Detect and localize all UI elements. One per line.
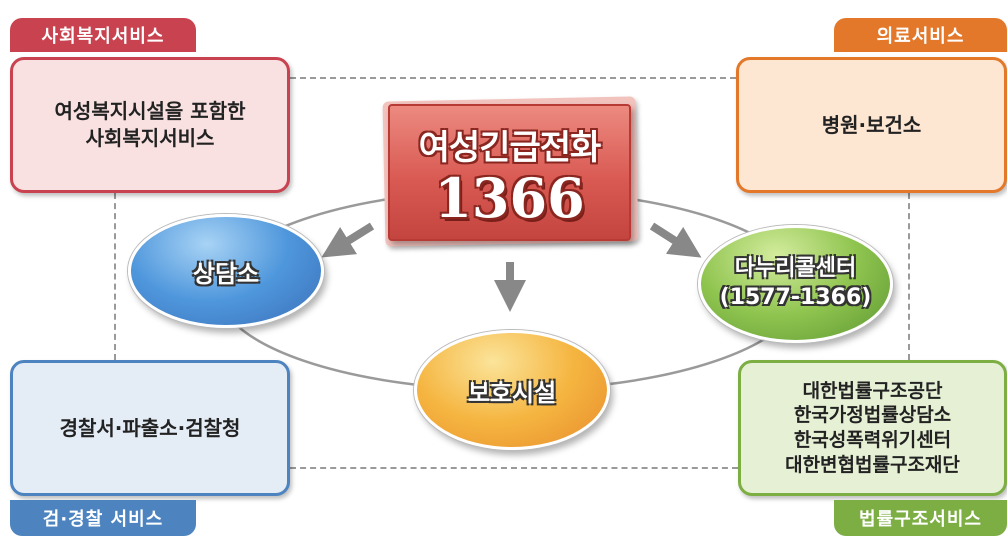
legal-item: 대한변협법률구조재단 xyxy=(785,453,960,476)
danuri-call-center-node: 다누리콜센터 (1577-1366) xyxy=(698,225,893,343)
hotline-title: 여성긴급전화 xyxy=(418,128,602,168)
medical-box: 병원·보건소 xyxy=(736,57,1007,193)
connector-right xyxy=(908,193,910,360)
hotline-card: 여성긴급전화 1366 xyxy=(388,104,631,241)
social-welfare-line2: 사회복지서비스 xyxy=(85,126,215,150)
connector-left xyxy=(114,193,116,360)
hotline-number: 1366 xyxy=(434,166,585,230)
social-welfare-box: 여성복지시설을 포함한 사회복지서비스 xyxy=(10,57,290,193)
police-text: 경찰서·파출소·검찰청 xyxy=(59,415,241,440)
arrow-to-counsel xyxy=(321,222,375,258)
legal-tag: 법률구조서비스 xyxy=(834,500,1007,536)
police-tag: 검·경찰 서비스 xyxy=(10,500,196,536)
legal-item: 대한법률구조공단 xyxy=(802,379,943,402)
medical-tag: 의료서비스 xyxy=(834,18,1007,52)
shelter-node: 보호시설 xyxy=(414,330,610,450)
arrow-to-center xyxy=(649,222,702,258)
social-welfare-line1: 여성복지시설을 포함한 xyxy=(54,99,246,123)
police-box: 경찰서·파출소·검찰청 xyxy=(10,360,290,496)
legal-item: 한국가정법률상담소 xyxy=(793,404,952,427)
danuri-call-center-label: 다누리콜센터 xyxy=(734,256,857,282)
counseling-center-node: 상담소 xyxy=(128,214,324,328)
connector-bottom xyxy=(290,467,738,469)
connector-top xyxy=(290,77,736,79)
legal-item: 한국성폭력위기센터 xyxy=(793,429,952,451)
shelter-label: 보호시설 xyxy=(467,378,557,407)
counseling-center-label: 상담소 xyxy=(192,259,260,288)
social-welfare-tag: 사회복지서비스 xyxy=(10,18,196,52)
legal-box: 대한법률구조공단 한국가정법률상담소 한국성폭력위기센터 대한변협법률구조재단 xyxy=(738,360,1007,496)
medical-text: 병원·보건소 xyxy=(821,112,922,137)
danuri-call-center-number: (1577-1366) xyxy=(719,285,872,310)
